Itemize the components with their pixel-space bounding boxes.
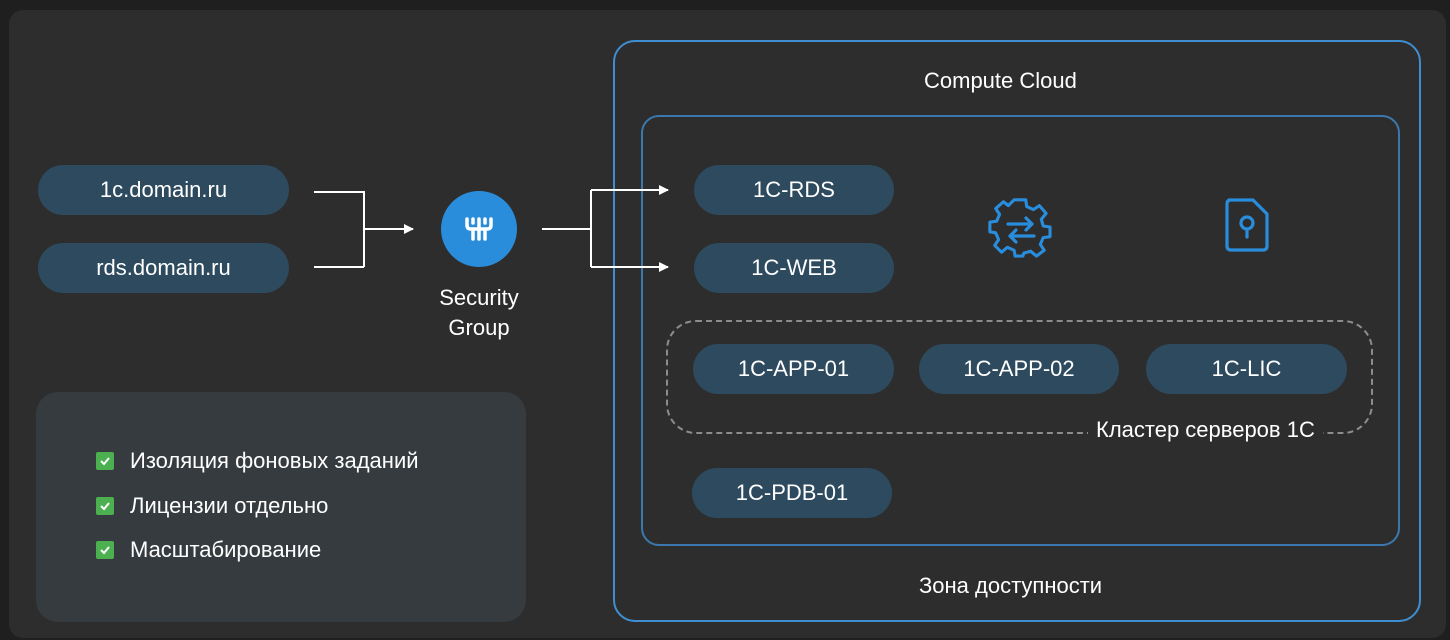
feature-label: Изоляция фоновых заданий	[130, 448, 419, 473]
availability-zone-label: Зона доступности	[919, 573, 1103, 598]
compute-cloud-box	[613, 40, 1421, 622]
feature-item: Масштабирование	[96, 537, 321, 563]
compute-cloud-title: Compute Cloud	[924, 68, 1077, 93]
security-group-icon	[465, 217, 493, 241]
feature-label: Лицензии отдельно	[130, 493, 329, 518]
feature-label: Масштабирование	[130, 537, 322, 562]
server-pill-web: 1C-WEB	[694, 243, 894, 293]
domain-pill-1c: 1c.domain.ru	[38, 165, 289, 215]
checkbox-checked-icon	[96, 452, 114, 470]
server-pill-app01: 1C-APP-01	[693, 344, 894, 394]
connector-domain1	[314, 191, 365, 267]
cluster-label: Кластер серверов 1С	[1088, 417, 1323, 443]
license-file-icon	[1225, 198, 1269, 252]
server-pill-app02: 1C-APP-02	[919, 344, 1119, 394]
server-pill-pdb: 1C-PDB-01	[692, 468, 892, 518]
server-cluster-group	[666, 320, 1373, 434]
checkbox-checked-icon	[96, 497, 114, 515]
security-group-label-line2: Group	[448, 315, 510, 340]
domain-pill-rds: rds.domain.ru	[38, 243, 289, 293]
features-panel	[36, 392, 526, 622]
security-group-label: Security Group	[419, 283, 539, 343]
security-group-label-line1: Security	[439, 285, 519, 310]
checkbox-checked-icon	[96, 541, 114, 559]
security-group-node	[441, 191, 517, 267]
server-pill-rds: 1C-RDS	[694, 165, 894, 215]
availability-zone-box	[641, 115, 1400, 546]
server-pill-lic: 1C-LIC	[1146, 344, 1347, 394]
gear-sync-icon	[988, 198, 1052, 258]
feature-item: Изоляция фоновых заданий	[96, 448, 419, 474]
feature-item: Лицензии отдельно	[96, 493, 328, 519]
